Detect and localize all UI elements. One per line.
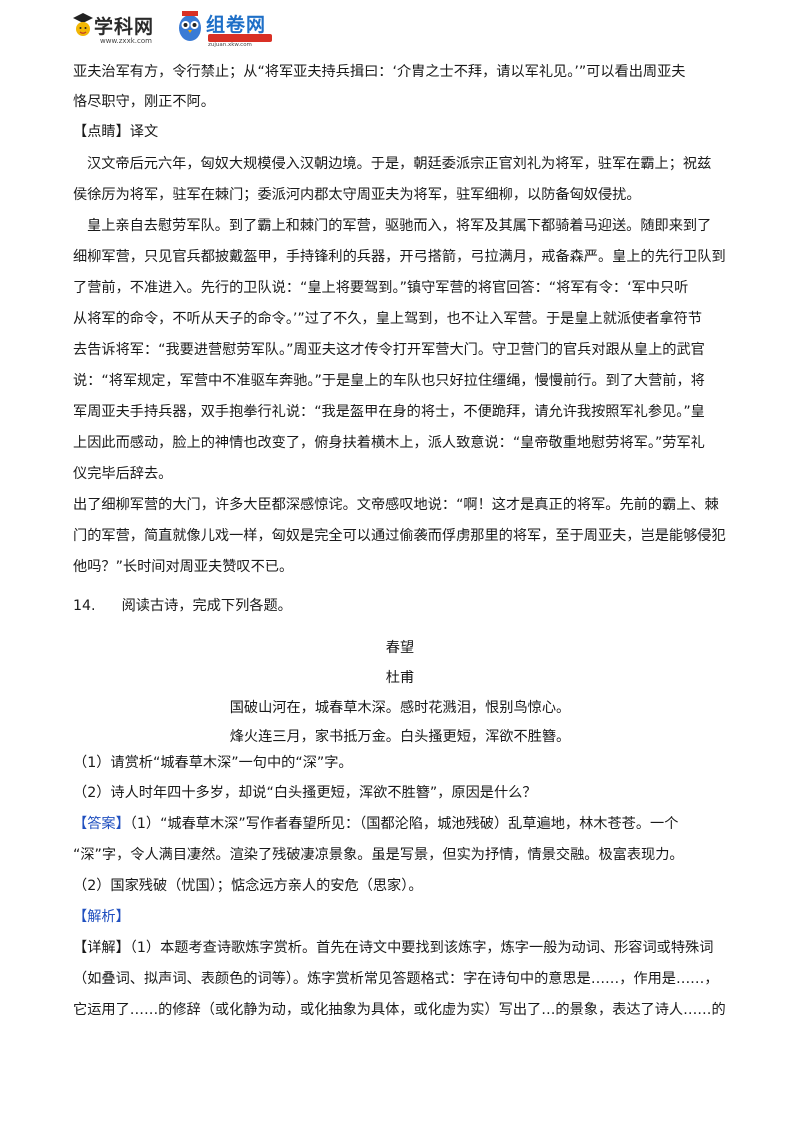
- answer-label: 【答案】: [73, 816, 130, 832]
- translation-p2-line-2: 细柳军营，只见官兵都披戴盔甲，手持锋利的兵器，开弓搭箭，弓拉满月，戒备森严。皇上…: [73, 249, 726, 265]
- sub-question-2: （2）诗人时年四十多岁，却说“白头搔更短，浑欲不胜簪”，原因是什么？: [73, 785, 537, 801]
- question-number: 14.: [73, 598, 96, 614]
- question-14-heading: 14. 阅读古诗，完成下列各题。: [73, 592, 292, 621]
- translation-p2-line-4: 从将军的命令，不听从天子的命令。’”过了不久，皇上驾到，也不让入军营。于是皇上就…: [73, 311, 703, 327]
- continuation-line-2: 恪尽职守，刚正不阿。: [73, 94, 215, 110]
- translation-p2-line-9: 仪完毕后辞去。: [73, 466, 173, 482]
- zujuan-slogan-bar: [208, 34, 272, 42]
- detail-label: 【详解】: [73, 940, 130, 956]
- continuation-line-1: 亚夫治军有方，令行禁止；从“将军亚夫持兵揖曰：‘介胄之士不拜，请以军礼见。’”可…: [73, 64, 686, 80]
- zujuan-logo: 组卷网 zujuan.xkw.com: [176, 8, 286, 48]
- translation-p1-line-2: 侯徐厉为将军，驻军在棘门；委派河内郡太守周亚夫为将军，驻军细柳，以防备匈奴侵扰。: [73, 187, 641, 203]
- dianjing-title: 译文: [129, 124, 159, 140]
- zujuan-name: 组卷网: [206, 14, 267, 36]
- question-prompt: 阅读古诗，完成下列各题。: [121, 598, 292, 614]
- analysis-label: 【解析】: [73, 909, 130, 925]
- translation-p2-line-3: 了营前，不准进入。先行的卫队说：“皇上将要驾到。”镇守军营的将官回答：“将军有令…: [73, 280, 689, 296]
- poem-line-1: 国破山河在，城春草木深。感时花溅泪，恨别鸟惊心。: [229, 700, 571, 716]
- dianjing-label: 【点睛】: [73, 124, 130, 140]
- translation-p2-line-5: 去告诉将军：“我要进营慰劳军队。”周亚夫这才传令打开军营大门。守卫营门的官兵对跟…: [73, 342, 705, 358]
- translation-p3-line-3: 他吗？”长时间对周亚夫赞叹不已。: [73, 559, 294, 575]
- poem-author: 杜甫: [385, 670, 415, 686]
- poem-line-2: 烽火连三月，家书抵万金。白头搔更短，浑欲不胜簪。: [229, 729, 571, 745]
- zxxk-name: 学科网: [94, 16, 155, 38]
- sub-question-1: （1）请赏析“城春草木深”一句中的“深”字。: [73, 755, 353, 771]
- dianjing-heading: 【点睛】译文: [73, 118, 158, 147]
- poem-title: 春望: [385, 640, 415, 656]
- answer-line-1: 【答案】（1）“城春草木深”写作者春望所见：（国都沦陷，城池残破）乱草遍地，林木…: [73, 816, 679, 832]
- translation-p2-line-8: 上因此而感动，脸上的神情也改变了，俯身扶着横木上，派人致意说：“皇帝敬重地慰劳将…: [73, 435, 705, 451]
- translation-p2-line-1: 皇上亲自去慰劳军队。到了霸上和棘门的军营，驱驰而入，将军及其属下都骑着马迎送。随…: [87, 218, 712, 234]
- header-logos: 学科网 www.zxxk.com 组卷网 zujuan.xkw.com: [72, 8, 282, 48]
- answer-line-3: （2）国家残破（忧国）；惦念远方亲人的安危（思家）。: [73, 878, 423, 894]
- answer-line-2: “深”字，令人满目凄然。渲染了残破凄凉景象。虽是写景，但实为抒情，情景交融。极富…: [73, 847, 684, 863]
- owl-icon: [179, 11, 201, 41]
- zujuan-url: zujuan.xkw.com: [208, 42, 252, 48]
- translation-p2-line-6: 说：“将军规定，军营中不准驱车奔驰。”于是皇上的车队也只好拉住缰绳，慢慢前行。到…: [73, 373, 705, 389]
- analysis-line-2: （如叠词、拟声词、表颜色的词等）。炼字赏析常见答题格式：字在诗句中的意思是……，…: [73, 971, 719, 987]
- translation-p3-line-2: 门的军营，简直就像儿戏一样，匈奴是完全可以通过偷袭而俘虏那里的将军，至于周亚夫，…: [73, 528, 726, 544]
- analysis-line-1: 【详解】（1）本题考查诗歌炼字赏析。首先在诗文中要找到该炼字，炼字一般为动词、形…: [73, 940, 714, 956]
- analysis-line-3: 它运用了……的修辞（或化静为动，或化抽象为具体，或化虚为实）写出了…的景象，表达…: [73, 1002, 726, 1018]
- translation-p2-line-7: 军周亚夫手持兵器，双手抱拳行礼说：“我是盔甲在身的将士，不便跪拜，请允许我按照军…: [73, 404, 705, 420]
- graduation-cap-icon: [73, 13, 93, 36]
- translation-p3-line-1: 出了细柳军营的大门，许多大臣都深感惊诧。文帝感叹地说：“啊！这才是真正的将军。先…: [73, 497, 719, 513]
- zxxk-url: www.zxxk.com: [100, 37, 152, 45]
- translation-p1-line-1: 汉文帝后元六年，匈奴大规模侵入汉朝边境。于是，朝廷委派宗正官刘礼为将军，驻军在霸…: [87, 156, 712, 172]
- zxxk-logo: 学科网 www.zxxk.com: [72, 10, 172, 46]
